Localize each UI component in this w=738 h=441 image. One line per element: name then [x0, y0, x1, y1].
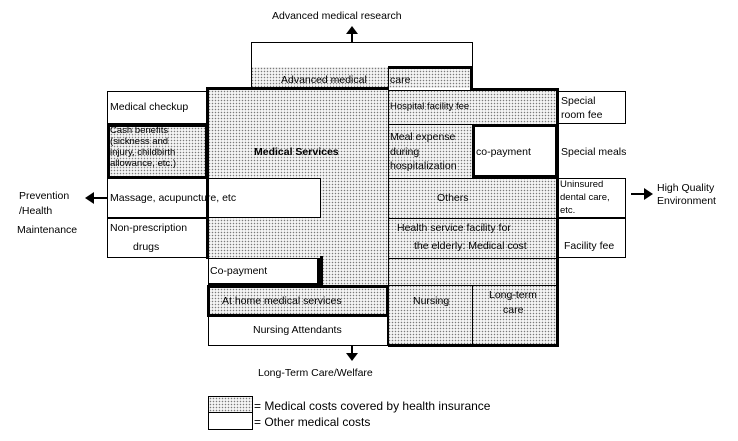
- research-line: [251, 42, 473, 43]
- insured-border: [251, 87, 252, 89]
- insured-border: [388, 66, 473, 69]
- copay-left-label: Co-payment: [210, 265, 268, 277]
- special-meals-label: Special meals: [561, 146, 627, 158]
- divider: [388, 285, 558, 286]
- advanced-care-label-a: Advanced medical: [281, 74, 367, 86]
- prevention-line-2: /Health: [19, 205, 53, 217]
- massage-cell: [107, 178, 321, 218]
- medical-checkup-label: Medical checkup: [110, 101, 189, 113]
- meal-line-1: Meal expense: [390, 131, 456, 143]
- cash-benefits-line-1: Cash benefits: [110, 125, 169, 136]
- nursing-attendants-label: Nursing Attendants: [253, 324, 342, 336]
- nursing-label: Nursing: [413, 295, 450, 307]
- divider: [388, 124, 472, 125]
- divider: [388, 258, 558, 259]
- hospital-fee-label: Hospital facility fee: [390, 101, 470, 112]
- cash-benefits-line-3: injury, childbirth: [110, 147, 176, 158]
- special-room-line-2: room fee: [561, 109, 603, 121]
- divider: [388, 178, 558, 179]
- medical-services-title: Medical Services: [254, 146, 339, 158]
- advanced-care-region: [251, 67, 472, 88]
- facility-fee-label: Facility fee: [564, 240, 615, 252]
- uninsured-line-3: etc.: [560, 205, 576, 216]
- advanced-research-label: Advanced medical research: [272, 10, 402, 22]
- arrow-up-icon: [346, 26, 358, 42]
- drugs-label: drugs: [133, 241, 160, 253]
- legend-other-swatch: [208, 412, 253, 430]
- research-line: [251, 42, 252, 88]
- insured-border: [556, 88, 559, 346]
- others-label: Others: [437, 192, 469, 204]
- elderly-line-1: Health service facility for: [397, 222, 511, 234]
- nursing-attendants-cell: [208, 316, 388, 346]
- elderly-line-2: the elderly: Medical cost: [414, 240, 527, 252]
- insured-border: [470, 88, 559, 91]
- divider: [472, 285, 473, 346]
- advanced-care-label-b: care: [390, 74, 411, 86]
- special-room-cell: [558, 91, 626, 124]
- arrow-left-icon: [85, 192, 107, 204]
- cash-benefits-line-2: (sickness and: [110, 136, 169, 147]
- meal-line-2: during: [390, 146, 420, 158]
- meal-line-3: hospitalization: [390, 160, 457, 172]
- long-term-care-welfare-label: Long-Term Care/Welfare: [258, 367, 373, 379]
- uninsured-line-2: dental care,: [560, 192, 610, 203]
- long-term-line-1: Long-term: [489, 289, 537, 301]
- legend-covered-swatch: [208, 396, 253, 413]
- cash-benefits-line-4: allowance, etc.): [110, 158, 177, 169]
- insured-border: [470, 66, 473, 90]
- research-line: [472, 42, 473, 67]
- special-room-line-1: Special: [561, 95, 596, 107]
- high-quality-line-1: High Quality: [657, 182, 715, 194]
- insured-border: [320, 256, 323, 287]
- non-prescription-label: Non-prescription: [110, 222, 188, 234]
- high-quality-line-2: Environment: [657, 195, 716, 207]
- divider: [388, 218, 558, 219]
- insured-border: [206, 87, 209, 259]
- facility-fee-cell: [558, 218, 626, 258]
- at-home-border: [207, 285, 389, 317]
- copay-left-cell: [208, 258, 320, 286]
- copay-right-label: co-payment: [476, 146, 531, 158]
- divider: [388, 67, 389, 346]
- insured-border: [206, 87, 388, 90]
- massage-label: Massage, acupuncture, etc: [110, 192, 237, 204]
- insured-border: [388, 344, 559, 347]
- copay-right-cell: [472, 124, 558, 178]
- prevention-line-3: Maintenance: [17, 224, 78, 236]
- uninsured-line-1: Uninsured: [560, 179, 604, 190]
- long-term-line-2: care: [503, 304, 524, 316]
- arrow-right-icon: [631, 188, 653, 200]
- legend-covered-label: = Medical costs covered by health insura…: [254, 399, 491, 413]
- uninsured-dental-cell: [558, 178, 626, 218]
- arrow-down-icon: [346, 346, 358, 361]
- prevention-line-1: Prevention: [19, 190, 70, 202]
- home-care-region: [208, 285, 388, 317]
- legend-other-label: = Other medical costs: [254, 415, 371, 429]
- at-home-label: At home medical services: [222, 295, 342, 307]
